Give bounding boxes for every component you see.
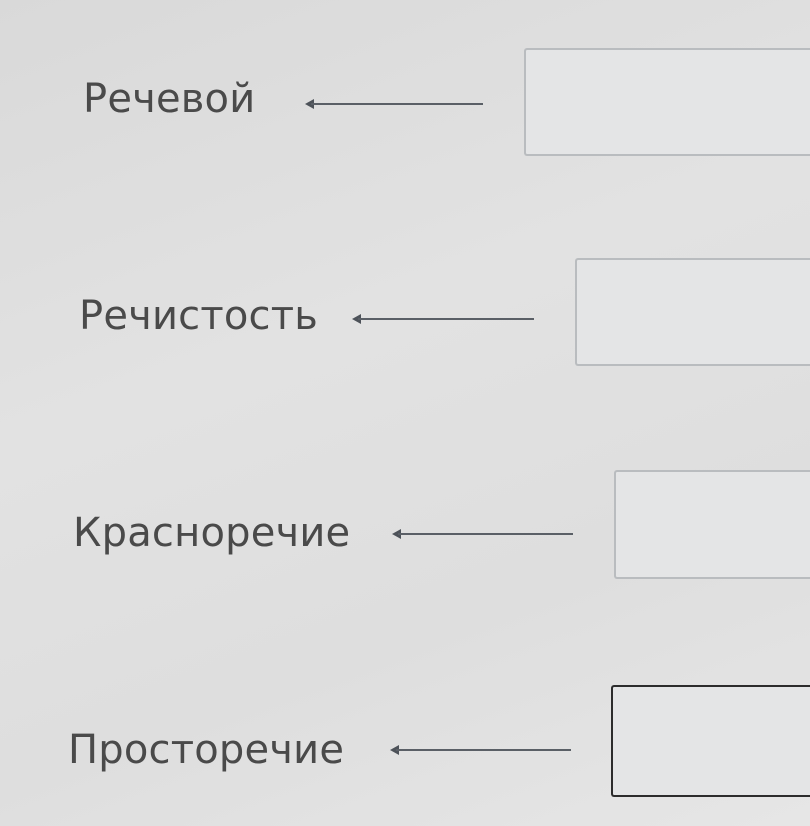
arrow-left-icon <box>352 311 534 327</box>
answer-input-3[interactable] <box>614 470 810 579</box>
arrow-left-icon <box>390 742 571 758</box>
arrow-left-icon <box>392 526 573 542</box>
word-label-4: Просторечие <box>68 727 345 773</box>
answer-input-1[interactable] <box>524 48 810 156</box>
word-label-3: Красноречие <box>73 510 351 556</box>
answer-input-4[interactable] <box>611 685 810 797</box>
word-label-2: Речистость <box>79 293 318 339</box>
answer-input-2[interactable] <box>575 258 810 366</box>
arrow-left-icon <box>305 96 483 112</box>
word-label-1: Речевой <box>83 76 256 122</box>
